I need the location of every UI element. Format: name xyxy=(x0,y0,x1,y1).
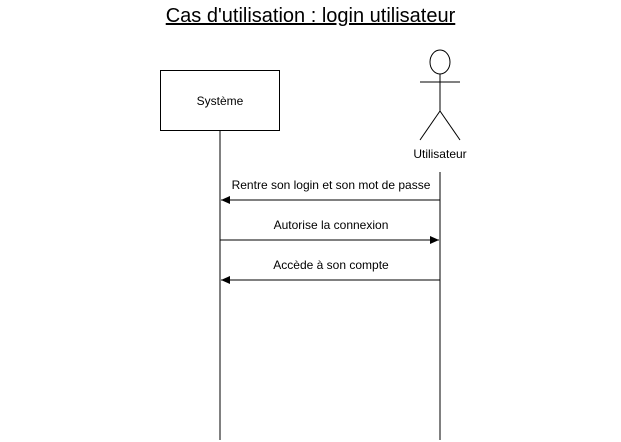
systeme-label: Système xyxy=(196,93,244,108)
message-label-2: Autorise la connexion xyxy=(273,218,389,232)
user-actor-icon xyxy=(419,49,461,141)
message-label-3: Accède à son compte xyxy=(273,258,389,272)
utilisateur-label: Utilisateur xyxy=(413,147,467,161)
message-label-1: Rentre son login et son mot de passe xyxy=(231,178,431,192)
systeme-participant-box: Système xyxy=(160,70,280,131)
diagram-title: Cas d'utilisation : login utilisateur xyxy=(165,5,456,27)
